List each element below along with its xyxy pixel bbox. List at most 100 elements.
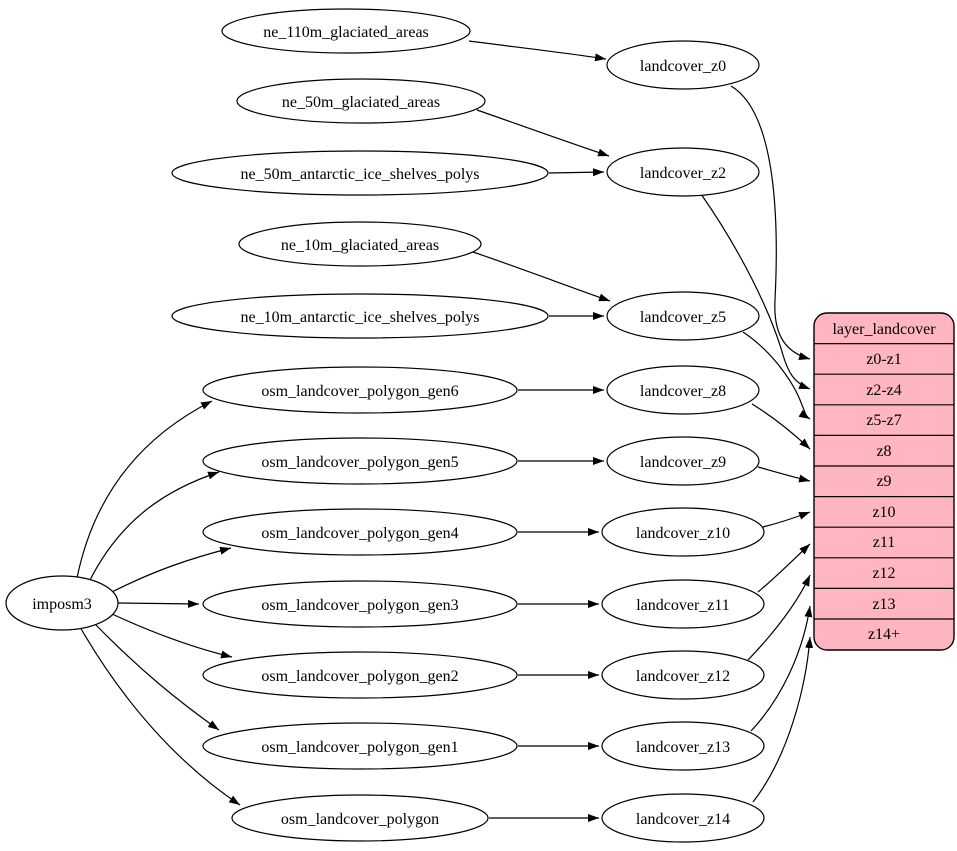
layer-landcover-box [813,312,955,651]
edge-z14-row-z14plus [752,636,814,803]
source-ellipse [231,794,489,842]
node-landcover-z11: landcover_z11 [601,579,765,629]
source-label: osm_landcover_polygon_gen5 [261,454,458,471]
layer-row-z5-z7: z5-z7 [866,412,902,429]
node-landcover-z12: landcover_z12 [601,650,765,700]
intermediate-label: landcover_z5 [640,309,726,326]
source-ellipse [171,150,549,196]
node-imposm3: imposm3 [5,575,119,631]
source-label: osm_landcover_polygon_gen3 [261,597,458,614]
source-ellipse [171,293,549,339]
source-ellipse [202,366,518,414]
node-osm-landcover-polygon-gen4: osm_landcover_polygon_gen4 [202,508,518,556]
edge-imposm3-gen6 [76,400,213,579]
layer-row-z8: z8 [876,443,891,460]
edge-z10-row-z10 [762,511,811,528]
node-ne-110m-glaciated-areas: ne_110m_glaciated_areas [221,8,471,54]
source-label: osm_landcover_polygon_gen2 [261,668,458,685]
node-osm-landcover-polygon-gen2: osm_landcover_polygon_gen2 [202,651,518,699]
edge-imposm3-polygon [79,626,241,806]
layer-row-z13: z13 [872,596,895,613]
node-landcover-z2: landcover_z2 [606,147,760,197]
node-landcover-z13: landcover_z13 [601,721,765,771]
source-ellipse [202,580,518,628]
intermediate-label: landcover_z12 [636,668,730,685]
node-landcover-z9: landcover_z9 [606,436,760,486]
node-osm-landcover-polygon-gen6: osm_landcover_polygon_gen6 [202,366,518,414]
source-ellipse [202,437,518,485]
source-label: osm_landcover_polygon_gen6 [261,383,458,400]
imposm3-label: imposm3 [32,596,92,613]
source-label: osm_landcover_polygon [281,811,439,828]
layer-row-z9: z9 [876,473,891,490]
layer-row-z12: z12 [872,565,895,582]
edge-ne10m-glaciated-z5 [472,251,611,302]
source-ellipse [202,722,518,770]
intermediate-label: landcover_z13 [636,739,730,756]
node-osm-landcover-polygon: osm_landcover_polygon [231,794,489,842]
edge-z2-row-z2-z4 [700,193,811,390]
intermediate-ellipse [601,579,765,629]
node-ne-50m-antarctic-ice-shelves-polys: ne_50m_antarctic_ice_shelves_polys [171,150,549,196]
edge-z0-row-z0-z1 [730,85,811,360]
node-landcover-z14: landcover_z14 [601,793,765,843]
intermediate-label: landcover_z9 [640,454,726,471]
layer-row-z2-z4: z2-z4 [866,382,902,399]
layer-title: layer_landcover [832,321,936,338]
source-ellipse [202,508,518,556]
source-label: ne_10m_glaciated_areas [281,237,439,254]
intermediate-ellipse [606,291,760,341]
intermediate-ellipse [606,365,760,415]
intermediate-ellipse [601,650,765,700]
source-label: ne_50m_glaciated_areas [282,94,440,111]
node-landcover-z10: landcover_z10 [601,507,765,557]
source-ellipse [236,78,486,124]
source-label: osm_landcover_polygon_gen1 [261,739,458,756]
edge-imposm3-gen1 [94,623,220,731]
edge-imposm3-gen3 [117,599,200,608]
edge-z12-row-z12 [747,574,811,661]
intermediate-label: landcover_z8 [640,383,726,400]
node-landcover-z8: landcover_z8 [606,365,760,415]
edge-imposm3-gen4 [109,546,232,594]
node-osm-landcover-polygon-gen3: osm_landcover_polygon_gen3 [202,580,518,628]
intermediate-label: landcover_z10 [636,525,730,542]
edge-ne50m-antarctic-z2 [548,168,605,177]
node-landcover-z5: landcover_z5 [606,291,760,341]
intermediate-label: landcover_z0 [640,58,726,75]
intermediate-ellipse [601,507,765,557]
intermediate-ellipse [606,147,760,197]
source-label: ne_50m_antarctic_ice_shelves_polys [240,166,479,183]
intermediate-ellipse [601,793,765,843]
layer-row-z14plus: z14+ [868,626,900,643]
source-ellipse [238,221,482,267]
intermediate-label: landcover_z14 [636,811,730,828]
edge-ne50m-glaciated-z2 [476,109,610,157]
edge-z11-row-z11 [757,543,811,593]
intermediate-label: landcover_z2 [640,165,726,182]
source-ellipse [221,8,471,54]
intermediate-ellipse [606,40,760,90]
source-label: ne_10m_antarctic_ice_shelves_polys [240,309,479,326]
node-layer-landcover: layer_landcover z0-z1 z2-z4 z5-z7 z8 z9 … [813,312,955,651]
imposm3-ellipse [5,575,119,631]
edge-ne110m-z0 [468,40,607,62]
layer-row-z0-z1: z0-z1 [866,351,902,368]
source-label: osm_landcover_polygon_gen4 [261,525,458,542]
node-ne-10m-antarctic-ice-shelves-polys: ne_10m_antarctic_ice_shelves_polys [171,293,549,339]
edge-z9-row-z9 [757,466,811,483]
intermediate-label: landcover_z11 [636,597,730,614]
source-label: ne_110m_glaciated_areas [263,24,429,41]
source-ellipse [202,651,518,699]
edge-imposm3-gen2 [111,613,233,659]
edge-z5-row-z5-z7 [742,331,811,420]
node-ne-50m-glaciated-areas: ne_50m_glaciated_areas [236,78,486,124]
edge-z13-row-z13 [750,605,813,732]
layer-row-z11: z11 [873,534,896,551]
node-osm-landcover-polygon-gen1: osm_landcover_polygon_gen1 [202,722,518,770]
node-landcover-z0: landcover_z0 [606,40,760,90]
node-osm-landcover-polygon-gen5: osm_landcover_polygon_gen5 [202,437,518,485]
edge-layer [76,40,814,822]
